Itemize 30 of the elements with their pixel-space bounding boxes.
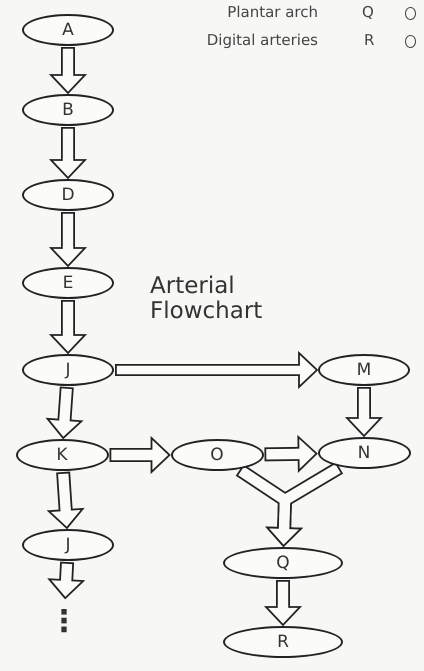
node-label: J — [65, 362, 70, 378]
answer-letter: R — [364, 33, 374, 48]
block-arrow — [48, 300, 88, 354]
block-arrow — [48, 212, 88, 268]
block-arrow — [110, 436, 171, 474]
node-label: O — [210, 446, 224, 464]
block-arrow — [47, 562, 86, 600]
artery-name: Digital arteries — [206, 33, 318, 48]
title: Arterial Flowchart — [150, 274, 264, 324]
block-arrow — [344, 387, 384, 438]
node-label: M — [356, 362, 372, 378]
node-label: J — [65, 536, 70, 554]
node-label: N — [358, 444, 370, 462]
artery-name: Plantar arch — [227, 5, 318, 20]
node-label: E — [62, 274, 74, 292]
node-label: D — [61, 186, 75, 204]
block-arrow — [46, 386, 84, 440]
block-arrow — [46, 472, 85, 530]
node-label: ⋮ — [49, 607, 79, 637]
block-arrow — [48, 47, 88, 94]
node-label: Q — [276, 554, 290, 572]
block-arrow — [264, 434, 318, 473]
node-label: B — [62, 102, 74, 118]
block-arrow — [48, 127, 88, 180]
node-label: K — [56, 446, 68, 464]
block-arrow — [115, 350, 318, 390]
node-label: R — [277, 634, 289, 650]
block-arrow — [264, 580, 302, 626]
node-label: A — [62, 22, 74, 38]
answer-letter: Q — [362, 5, 374, 20]
